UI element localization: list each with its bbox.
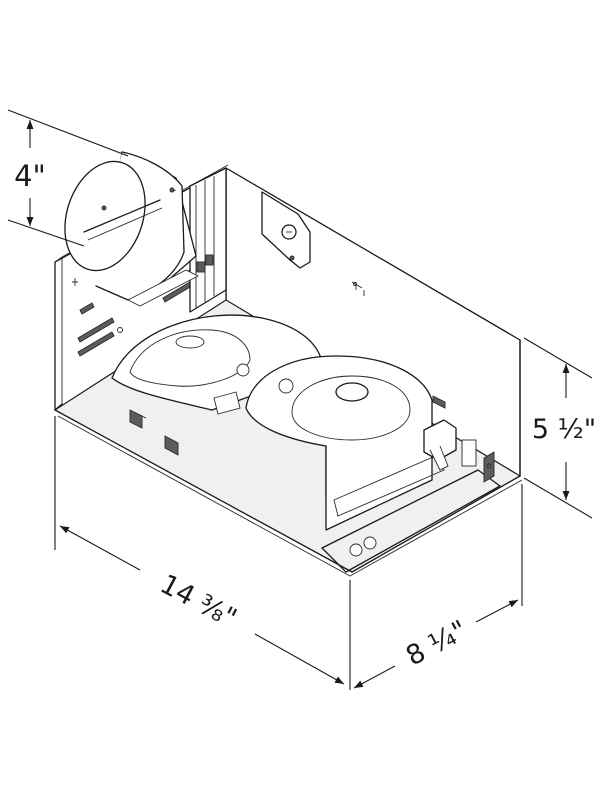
blower-wheel-left (129, 329, 251, 387)
dimension-label-8-1-4in: 8 ¼" (401, 615, 472, 673)
duct-collar (64, 151, 199, 307)
housing-right-edge (351, 475, 521, 573)
dimension-label-5-1-2in: 5 ½" (532, 414, 596, 445)
wiring-bracket (261, 191, 311, 269)
mount-slot (79, 302, 95, 315)
knockout (281, 224, 297, 240)
housing-front-edge (54, 409, 353, 573)
blower-wheel-right (291, 375, 411, 441)
dimension-label-4in: 4" (14, 159, 46, 193)
mount-slot (77, 317, 115, 343)
dimension-duct-diameter: 4" (7, 109, 129, 247)
dimension-label-14-3-8in: 14 ⅜" (155, 569, 242, 635)
dimension-housing-height: 5 ½" (523, 337, 596, 519)
mount-slot (77, 331, 115, 357)
grille-panel (321, 469, 501, 573)
damper-flap (83, 199, 161, 233)
duct-collar-opening (64, 160, 146, 272)
